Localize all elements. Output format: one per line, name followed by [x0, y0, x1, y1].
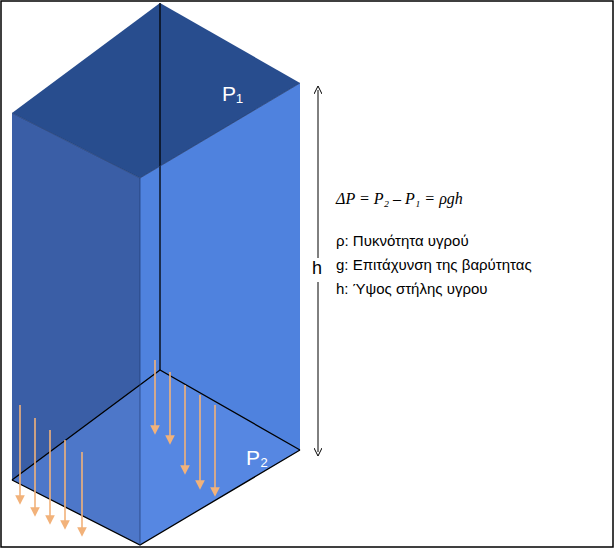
- formula: ΔP = P₂ – P₁ = ρgh: [336, 190, 463, 208]
- bottom-face: [12, 370, 300, 545]
- label-patch: [309, 258, 327, 282]
- legend-note: ρ: Πυκνότητα υγρού: [336, 232, 469, 249]
- legend-note: g: Επιτάχυνση της βαρύτητας: [336, 256, 532, 273]
- top-face: [12, 3, 300, 178]
- pressure-arrows: [20, 360, 215, 532]
- dimension-label: h: [312, 258, 322, 279]
- pressure-label: P₁: [222, 82, 243, 106]
- prism-edges: [12, 3, 300, 545]
- legend-note: h: Ύψος στήλης υγρου: [336, 280, 488, 297]
- pressure-label: P₂: [246, 446, 268, 470]
